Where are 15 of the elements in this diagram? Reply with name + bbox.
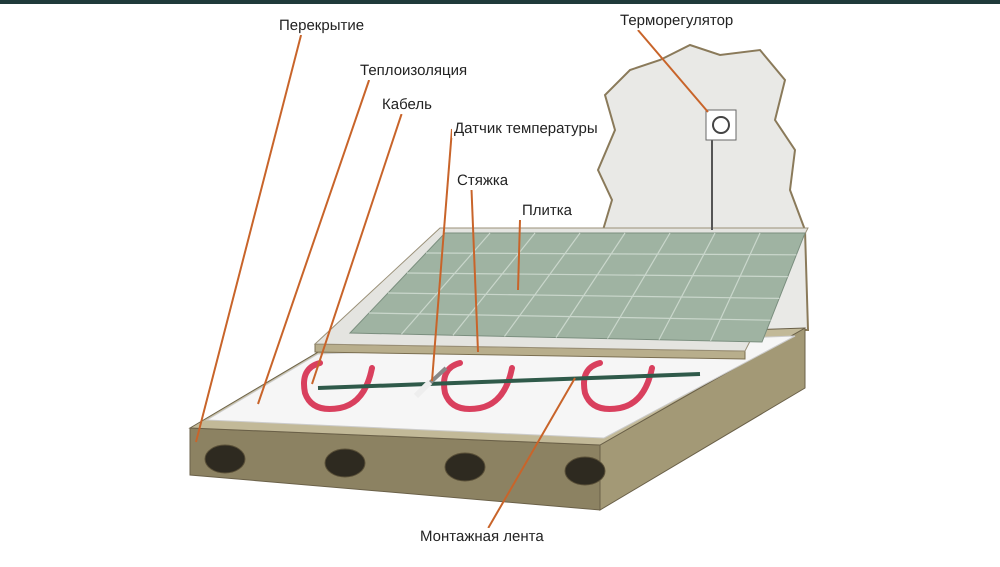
thermostat-icon	[706, 110, 736, 230]
part-label: Кабель	[380, 96, 434, 114]
leader-line	[311, 114, 403, 384]
leader-line	[637, 29, 709, 113]
part-label: Теплоизоляция	[358, 62, 470, 80]
leader-line	[470, 190, 479, 352]
tile-floor-drawing	[348, 232, 806, 342]
leader-line	[487, 378, 576, 528]
part-label: Перекрытие	[277, 17, 366, 35]
leader-line	[431, 128, 453, 382]
leader-line	[257, 80, 370, 404]
leader-line	[517, 220, 521, 290]
leader-line	[195, 34, 302, 442]
part-label: Датчик температуры	[452, 120, 600, 138]
part-label: Терморегулятор	[618, 12, 736, 30]
